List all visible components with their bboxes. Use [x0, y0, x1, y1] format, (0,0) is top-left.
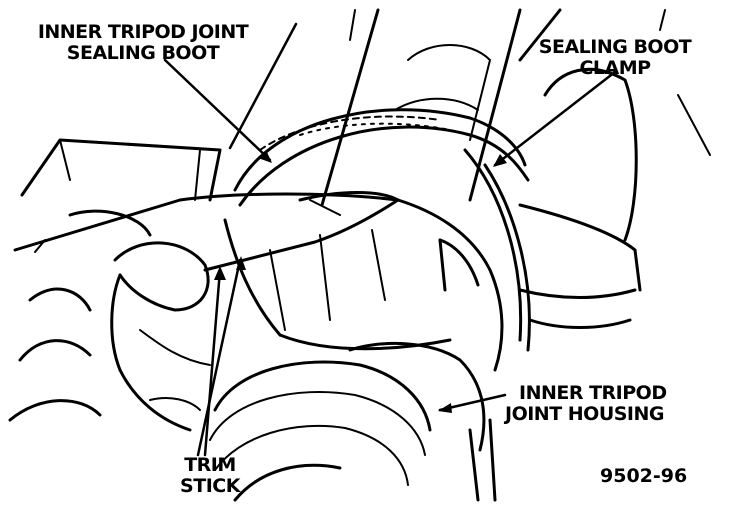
label-inner-boot: INNER TRIPOD JOINT SEALING BOOT [37, 21, 249, 64]
boot-clamp-band [233, 108, 531, 352]
leader-lines [163, 22, 617, 457]
tripod-housing [223, 191, 504, 502]
label-sealing-boot-clamp: SEALING BOOT CLAMP [538, 36, 692, 79]
leader-trim-stick-2 [203, 268, 222, 457]
leader-inner-boot-2 [228, 22, 298, 150]
leader-trim-stick-1 [196, 258, 242, 457]
leader-inner-boot [163, 58, 272, 162]
label-tripod-housing: INNER TRIPOD JOINT HOUSING [505, 382, 667, 425]
hand [8, 209, 211, 432]
background-plate [20, 138, 222, 202]
label-trim-stick: TRIM STICK [180, 454, 240, 497]
housing-bore [209, 360, 432, 502]
leader-clamp [493, 70, 617, 167]
outer-boot [518, 8, 711, 329]
trim-stick [13, 192, 400, 272]
figure-number: 9502-96 [600, 465, 688, 487]
arrowheads [214, 150, 507, 413]
